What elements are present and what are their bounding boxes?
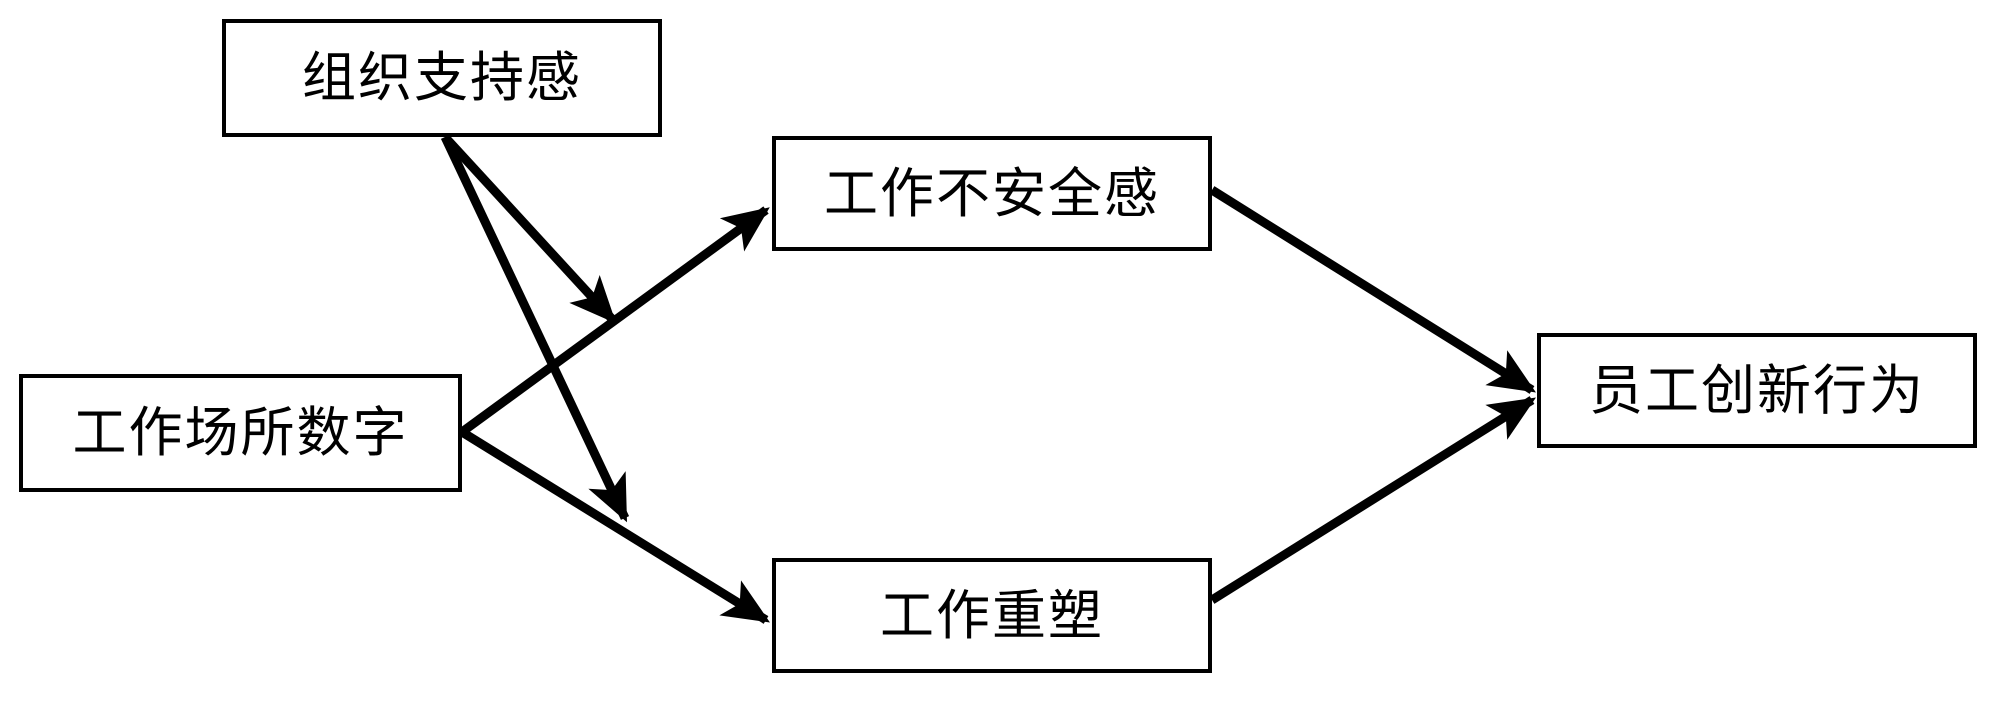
node-label-job-insecurity: 工作不安全感 bbox=[824, 163, 1160, 224]
edge-job-crafting-to-innovation bbox=[1209, 396, 1536, 604]
node-job-insecurity[interactable]: 工作不安全感 bbox=[772, 136, 1212, 251]
node-label-workplace-digitalization: 工作场所数字 bbox=[72, 403, 409, 463]
node-label-job-crafting: 工作重塑 bbox=[880, 585, 1104, 646]
node-employee-innovative-behavior[interactable]: 员工创新行为 bbox=[1537, 333, 1977, 448]
edge-digitalization-to-job-insecurity bbox=[459, 206, 770, 436]
node-job-crafting[interactable]: 工作重塑 bbox=[772, 558, 1212, 673]
node-perceived-organizational-support[interactable]: 组织支持感 bbox=[222, 19, 662, 137]
edge-job-insecurity-to-innovation bbox=[1209, 186, 1536, 394]
node-label-employee-innovative-behavior: 员工创新行为 bbox=[1589, 360, 1925, 421]
edge-layer bbox=[440, 133, 1536, 624]
edge-digitalization-to-job-crafting bbox=[459, 428, 770, 624]
node-workplace-digitalization[interactable]: 工作场所数字 bbox=[19, 374, 462, 492]
edge-pos-to-job-crafting bbox=[440, 135, 630, 523]
node-label-perceived-organizational-support: 组织支持感 bbox=[302, 48, 582, 108]
edge-pos-to-job-insecurity bbox=[441, 133, 617, 324]
